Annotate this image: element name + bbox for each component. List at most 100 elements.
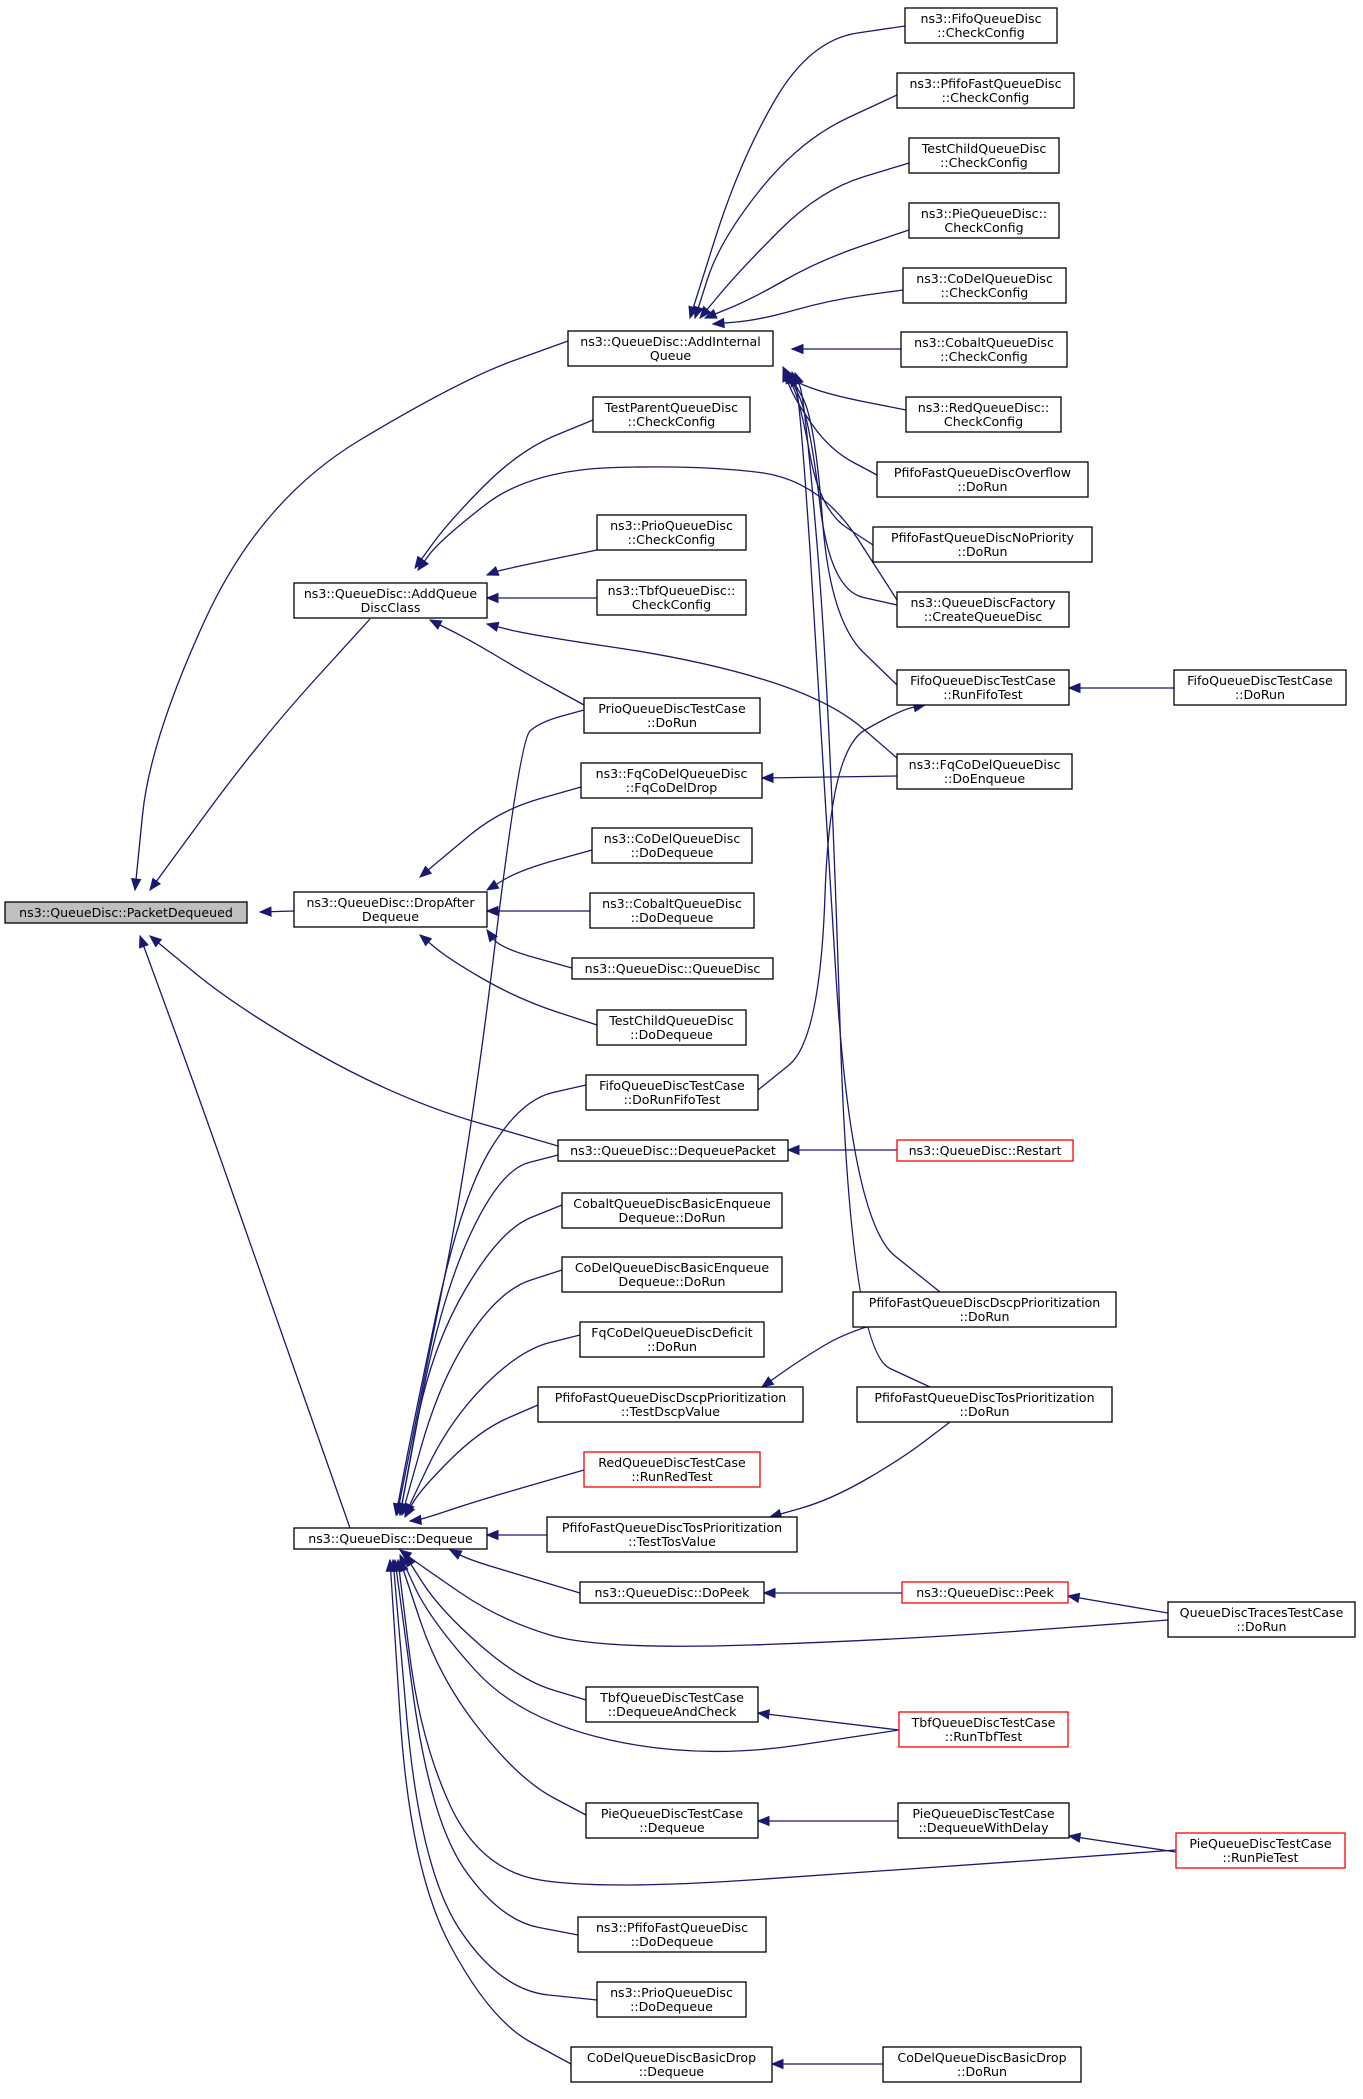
node-label-line: PieQueueDiscTestCase xyxy=(1189,1836,1331,1851)
node-label-line: ::DoDequeue xyxy=(630,1027,713,1042)
edge-n27-to-n3 xyxy=(418,934,598,1026)
edge-line xyxy=(399,1554,900,1753)
edge-arrowhead xyxy=(699,305,712,320)
node-label-line: PfifoFastQueueDiscTosPrioritization xyxy=(562,1520,782,1535)
edge-line xyxy=(399,1549,1169,1647)
function-node[interactable]: ns3::QueueDisc::DoPeek xyxy=(579,1581,765,1604)
function-node[interactable]: ns3::TbfQueueDisc::CheckConfig xyxy=(596,579,747,616)
function-node[interactable]: ns3::CoDelQueueDisc::DoDequeue xyxy=(591,827,753,864)
node-label-line: ns3::RedQueueDisc:: xyxy=(918,400,1050,415)
node-label-line: ::CheckConfig xyxy=(942,90,1030,105)
node-box xyxy=(570,2046,773,2083)
function-node[interactable]: ns3::QueueDisc::QueueDisc xyxy=(571,957,774,980)
function-node[interactable]: FifoQueueDiscTestCase::RunFifoTest xyxy=(896,669,1070,706)
function-node[interactable]: PfifoFastQueueDiscDscpPrioritization::Te… xyxy=(537,1386,804,1423)
edge-line xyxy=(699,162,910,319)
edge-arrowhead xyxy=(693,305,704,320)
node-label-line: ns3::QueueDisc::DoPeek xyxy=(595,1585,751,1600)
function-node[interactable]: PrioQueueDiscTestCase::DoRun xyxy=(583,697,761,734)
edge-n18-to-n23 xyxy=(760,772,898,784)
node-label-line: ns3::TbfQueueDisc:: xyxy=(608,583,736,598)
edge-line xyxy=(791,371,941,1293)
function-node[interactable]: TbfQueueDiscTestCase::RunTbfTest xyxy=(898,1711,1069,1748)
function-node[interactable]: ns3::CobaltQueueDisc::CheckConfig xyxy=(900,331,1068,368)
edge-n10-to-n1 xyxy=(711,289,904,329)
function-node[interactable]: CoDelQueueDiscBasicDrop::DoRun xyxy=(882,2046,1082,2083)
function-node[interactable]: TestChildQueueDisc::CheckConfig xyxy=(908,137,1060,174)
node-label-line: ns3::QueueDisc::DequeuePacket xyxy=(570,1143,776,1158)
function-node[interactable]: ns3::FqCoDelQueueDisc::DoEnqueue xyxy=(896,753,1073,790)
node-label-line: Queue xyxy=(650,348,692,363)
function-node[interactable]: ns3::QueueDisc::Peek xyxy=(901,1581,1069,1604)
function-node[interactable]: FifoQueueDiscTestCase::DoRun xyxy=(1173,669,1347,706)
node-label-line: ::RunFifoTest xyxy=(943,687,1022,702)
edge-line xyxy=(689,25,906,319)
node-label-line: ::DoRun xyxy=(647,715,697,730)
function-node[interactable]: ns3::QueueDisc::DequeuePacket xyxy=(557,1139,789,1162)
function-node[interactable]: ns3::PfifoFastQueueDisc::DoDequeue xyxy=(577,1916,767,1953)
function-node[interactable]: ns3::QueueDiscFactory::CreateQueueDisc xyxy=(896,591,1070,628)
function-node[interactable]: TbfQueueDiscTestCase::DequeueAndCheck xyxy=(585,1686,759,1723)
edge-line xyxy=(397,1559,1177,1886)
function-node[interactable]: FqCoDelQueueDiscDeficit::DoRun xyxy=(579,1321,765,1358)
function-node[interactable]: CobaltQueueDiscBasicEnqueueDequeue::DoRu… xyxy=(561,1192,783,1229)
edge-n11-to-n1 xyxy=(790,343,901,355)
node-box xyxy=(583,1451,761,1488)
edge-arrowhead xyxy=(762,1587,776,1599)
edge-n23-to-n3 xyxy=(418,786,582,878)
edge-n35-to-n1 xyxy=(794,371,931,1388)
function-node[interactable]: CoDelQueueDiscBasicDrop::Dequeue xyxy=(570,2046,773,2083)
function-node[interactable]: PfifoFastQueueDiscTosPrioritization::DoR… xyxy=(856,1386,1113,1423)
function-node[interactable]: PfifoFastQueueDiscTosPrioritization::Tes… xyxy=(546,1516,798,1553)
function-node[interactable]: ns3::CobaltQueueDisc::DoDequeue xyxy=(589,892,755,929)
function-node[interactable]: PfifoFastQueueDiscNoPriority::DoRun xyxy=(872,526,1093,563)
function-node[interactable]: ns3::PfifoFastQueueDisc::CheckConfig xyxy=(896,72,1075,109)
node-label-line: ns3::CobaltQueueDisc xyxy=(914,335,1054,350)
node-box xyxy=(567,330,774,367)
function-node[interactable]: PieQueueDiscTestCase::DequeueWithDelay xyxy=(897,1802,1070,1839)
node-label-line: ::DoDequeue xyxy=(630,1999,713,2014)
node-label-line: ns3::FqCoDelQueueDisc xyxy=(596,766,748,781)
node-label-line: ::CheckConfig xyxy=(940,155,1028,170)
function-node[interactable]: ns3::PrioQueueDisc::DoDequeue xyxy=(596,1981,747,2018)
node-box xyxy=(561,1192,783,1229)
function-node[interactable]: PieQueueDiscTestCase::Dequeue xyxy=(585,1802,759,1839)
node-label-line: ::RunPieTest xyxy=(1223,1850,1299,1865)
function-node[interactable]: PfifoFastQueueDiscDscpPrioritization::Do… xyxy=(852,1291,1117,1328)
function-node[interactable]: FifoQueueDiscTestCase::DoRunFifoTest xyxy=(585,1074,759,1111)
function-node[interactable]: ns3::QueueDisc::Restart xyxy=(896,1139,1074,1162)
node-box xyxy=(898,1711,1069,1748)
edge-line xyxy=(712,289,904,325)
function-node[interactable]: ns3::FqCoDelQueueDisc::FqCoDelDrop xyxy=(580,762,763,799)
function-node[interactable]: ns3::RedQueueDisc::CheckConfig xyxy=(905,396,1062,433)
edge-arrowhead xyxy=(130,878,142,892)
node-label-line: ns3::QueueDisc::PacketDequeued xyxy=(19,905,233,920)
node-box xyxy=(571,957,774,980)
function-node[interactable]: QueueDiscTracesTestCase::DoRun xyxy=(1167,1601,1356,1638)
function-node[interactable]: TestChildQueueDisc::DoDequeue xyxy=(596,1009,747,1046)
edge-n36-to-n5 xyxy=(408,1469,585,1526)
node-label-line: CoDelQueueDiscBasicDrop xyxy=(897,2050,1066,2065)
node-label-line: ::DoRun xyxy=(957,544,1007,559)
node-label-line: ::DoRun xyxy=(957,479,1007,494)
function-node[interactable]: ns3::PrioQueueDisc::CheckConfig xyxy=(596,514,747,551)
node-label-line: CheckConfig xyxy=(632,597,711,612)
node-label-line: TestChildQueueDisc xyxy=(921,141,1047,156)
function-node[interactable]: TestParentQueueDisc::CheckConfig xyxy=(592,396,751,433)
node-label-line: ::RunTbfTest xyxy=(945,1729,1023,1744)
function-node[interactable]: RedQueueDiscTestCase::RunRedTest xyxy=(583,1451,761,1488)
edge-n7-to-n1 xyxy=(693,94,898,320)
edge-n49-to-n48 xyxy=(770,2058,883,2070)
function-node[interactable]: ns3::QueueDisc::Dequeue xyxy=(293,1527,488,1550)
function-node[interactable]: PieQueueDiscTestCase::RunPieTest xyxy=(1175,1832,1346,1869)
node-label-line: ::DoRunFifoTest xyxy=(624,1092,721,1107)
function-node[interactable]: ns3::CoDelQueueDisc::CheckConfig xyxy=(902,267,1067,304)
node-box xyxy=(596,1009,747,1046)
function-node[interactable]: ns3::PieQueueDisc::CheckConfig xyxy=(908,202,1060,239)
function-node[interactable]: ns3::FifoQueueDisc::CheckConfig xyxy=(904,7,1058,44)
function-node[interactable]: PfifoFastQueueDiscOverflow::DoRun xyxy=(876,461,1089,498)
